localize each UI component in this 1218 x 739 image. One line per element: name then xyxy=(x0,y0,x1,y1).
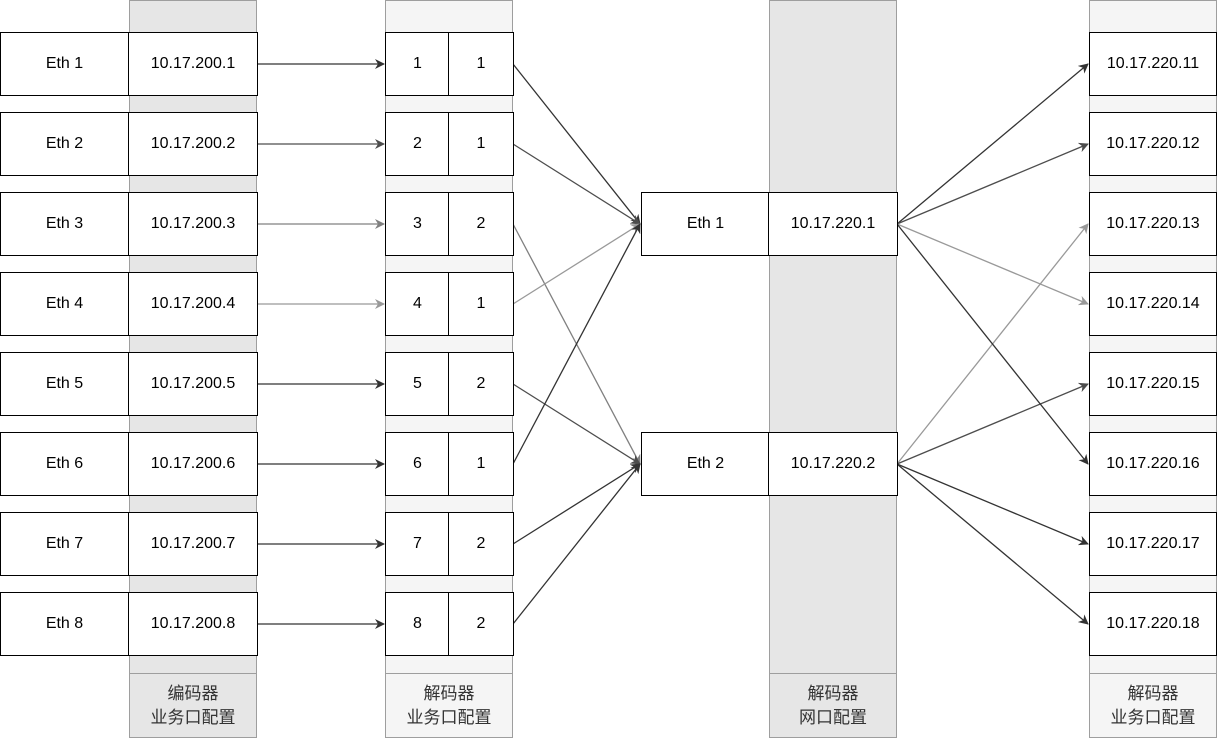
decoder-output-ip-cell: 10.17.220.15 xyxy=(1089,352,1217,416)
decoder-network-column: 解码器 网口配置 xyxy=(769,0,897,738)
decoder-network-label: 解码器 网口配置 xyxy=(770,673,896,737)
encoder-service-label: 编码器 业务口配置 xyxy=(130,673,256,737)
arrow-net1-out14 xyxy=(896,223,1089,306)
decoder-channel-cell: 5 xyxy=(385,352,450,416)
decoder-output-ip-cell: 10.17.220.16 xyxy=(1089,432,1217,496)
arrow-net2-out18 xyxy=(896,463,1089,625)
decoder-target-cell: 1 xyxy=(448,272,514,336)
decoder-target-cell: 2 xyxy=(448,192,514,256)
decoder-output-label-line2: 业务口配置 xyxy=(1110,707,1196,728)
decoder-service-label-line2: 业务口配置 xyxy=(406,707,492,728)
decoder-channel-cell: 1 xyxy=(385,32,450,96)
decoder-output-ip-cell: 10.17.220.14 xyxy=(1089,272,1217,336)
decoder-net-port-cell: Eth 1 xyxy=(641,192,770,256)
decoder-channel-cell: 8 xyxy=(385,592,450,656)
arrow-dec1-net1 xyxy=(512,63,641,225)
encoder-port-cell: Eth 7 xyxy=(0,512,129,576)
arrow-net1-out16 xyxy=(896,223,1089,465)
encoder-port-cell: Eth 1 xyxy=(0,32,129,96)
decoder-target-cell: 2 xyxy=(448,592,514,656)
decoder-target-cell: 2 xyxy=(448,512,514,576)
encoder-port-cell: Eth 5 xyxy=(0,352,129,416)
decoder-output-ip-cell: 10.17.220.11 xyxy=(1089,32,1217,96)
decoder-service-label-line1: 解码器 xyxy=(423,683,475,704)
encoder-ip-cell: 10.17.200.3 xyxy=(128,192,258,256)
encoder-ip-cell: 10.17.200.1 xyxy=(128,32,258,96)
decoder-network-label-line1: 解码器 xyxy=(807,683,859,704)
decoder-target-cell: 1 xyxy=(448,432,514,496)
encoder-ip-cell: 10.17.200.5 xyxy=(128,352,258,416)
decoder-net-ip-cell: 10.17.220.2 xyxy=(768,432,898,496)
encoder-port-cell: Eth 4 xyxy=(0,272,129,336)
arrow-net2-out17 xyxy=(896,463,1089,546)
encoder-port-cell: Eth 3 xyxy=(0,192,129,256)
encoder-ip-cell: 10.17.200.2 xyxy=(128,112,258,176)
arrow-net2-out15 xyxy=(896,382,1089,465)
decoder-network-label-line2: 网口配置 xyxy=(799,707,867,728)
decoder-channel-cell: 2 xyxy=(385,112,450,176)
decoder-target-cell: 2 xyxy=(448,352,514,416)
encoder-port-cell: Eth 8 xyxy=(0,592,129,656)
decoder-output-ip-cell: 10.17.220.13 xyxy=(1089,192,1217,256)
decoder-channel-cell: 4 xyxy=(385,272,450,336)
decoder-output-ip-cell: 10.17.220.12 xyxy=(1089,112,1217,176)
decoder-output-label: 解码器 业务口配置 xyxy=(1090,673,1216,737)
arrow-dec7-net2 xyxy=(512,463,641,545)
arrow-net1-out12 xyxy=(896,142,1089,225)
encoder-port-cell: Eth 6 xyxy=(0,432,129,496)
encoder-ip-cell: 10.17.200.7 xyxy=(128,512,258,576)
decoder-service-label: 解码器 业务口配置 xyxy=(386,673,512,737)
decoder-net-ip-cell: 10.17.220.1 xyxy=(768,192,898,256)
decoder-output-ip-cell: 10.17.220.17 xyxy=(1089,512,1217,576)
arrow-net1-out11 xyxy=(896,63,1089,225)
arrow-dec6-net1 xyxy=(512,223,641,465)
encoder-port-cell: Eth 2 xyxy=(0,112,129,176)
encoder-ip-cell: 10.17.200.8 xyxy=(128,592,258,656)
encoder-label-line1: 编码器 xyxy=(167,683,219,704)
arrow-dec8-net2 xyxy=(512,463,641,625)
decoder-channel-cell: 6 xyxy=(385,432,450,496)
encoder-ip-cell: 10.17.200.4 xyxy=(128,272,258,336)
decoder-channel-cell: 3 xyxy=(385,192,450,256)
decoder-output-ip-cell: 10.17.220.18 xyxy=(1089,592,1217,656)
decoder-output-label-line1: 解码器 xyxy=(1127,683,1179,704)
encoder-label-line2: 业务口配置 xyxy=(150,707,236,728)
arrow-dec5-net2 xyxy=(512,383,641,465)
decoder-target-cell: 1 xyxy=(448,32,514,96)
arrow-dec2-net1 xyxy=(512,143,641,225)
decoder-target-cell: 1 xyxy=(448,112,514,176)
arrow-dec4-net1 xyxy=(512,223,641,305)
decoder-channel-cell: 7 xyxy=(385,512,450,576)
decoder-net-port-cell: Eth 2 xyxy=(641,432,770,496)
encoder-ip-cell: 10.17.200.6 xyxy=(128,432,258,496)
